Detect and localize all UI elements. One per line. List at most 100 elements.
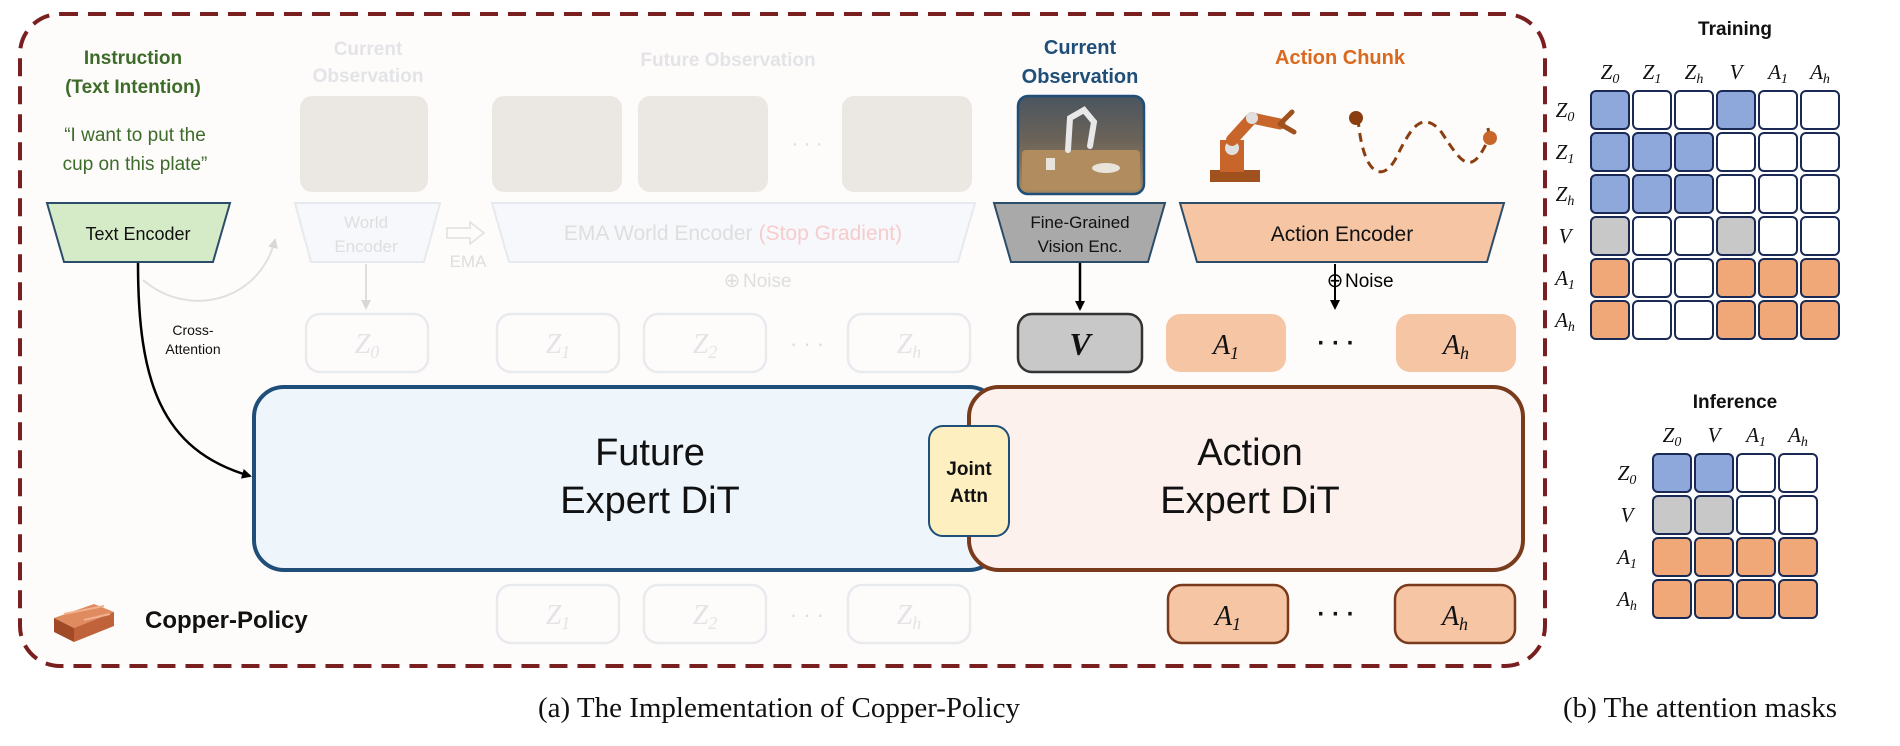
trajectory-icon [1349, 111, 1497, 174]
joint-attn-line1: Joint [946, 459, 992, 480]
robot-arm-icon [1210, 109, 1297, 182]
inference-mask-cell [1778, 495, 1818, 535]
faded-future-obs-ellipsis: · · · [791, 133, 822, 155]
training-mask-cell [1800, 90, 1840, 130]
svg-text:Z0: Z0 [355, 329, 380, 362]
faded-ema-world-encoder-label: EMA World Encoder(Stop Gradient) [564, 222, 902, 245]
faded-token-z1-bottom: Z1 [495, 583, 621, 645]
text-encoder-block [45, 202, 232, 263]
training-mask-cell [1716, 300, 1756, 340]
svg-text:A1: A1 [1211, 330, 1239, 363]
inference-mask-cell [1736, 537, 1776, 577]
training-mask-row-label-1: Z1 [1556, 140, 1575, 167]
training-mask-row-label-2: Zh [1556, 182, 1575, 209]
inference-mask-cell [1736, 495, 1776, 535]
token-ellipsis-a-bottom: · · · [1317, 601, 1354, 628]
svg-text:Ah: Ah [1441, 330, 1469, 363]
svg-text:Z1: Z1 [546, 600, 571, 633]
faded-ema-world-encoder-block [490, 202, 977, 263]
current-obs-line2: Observation [1022, 66, 1139, 88]
inference-mask-col-label-1: V [1708, 423, 1723, 447]
token-a1-bottom: A1 [1166, 583, 1290, 645]
faded-future-obs-image-2 [638, 96, 768, 192]
action-chunk-title: Action Chunk [1275, 47, 1406, 69]
cross-attention-arrow [136, 262, 252, 479]
action-expert-dit-line1: Action [1197, 432, 1303, 474]
faded-noise-label: Noise [743, 271, 792, 292]
training-mask-cell [1800, 132, 1840, 172]
faded-future-obs-title: Future Observation [640, 50, 815, 71]
faded-world-encoder-block [293, 202, 442, 263]
training-mask-cell [1590, 300, 1630, 340]
faded-token-z1-top: Z1 [495, 312, 621, 374]
training-mask-cell [1758, 300, 1798, 340]
vision-encoder-line2: Vision Enc. [1038, 237, 1123, 256]
faded-noise-oplus-icon: ⊕ [724, 270, 741, 292]
training-mask-col-label-2: Zh [1685, 60, 1704, 87]
cross-attention-label-line1: Cross- [172, 322, 214, 338]
faded-ema-label: EMA [450, 252, 488, 271]
token-ah-bottom: Ah [1393, 583, 1517, 645]
training-mask-row-label-4: A1 [1553, 266, 1575, 293]
text-encoder-label: Text Encoder [85, 224, 190, 244]
training-mask-col-label-0: Z0 [1601, 60, 1620, 87]
training-mask-col-label-3: V [1730, 60, 1745, 84]
training-mask-col-label-5: Ah [1808, 60, 1830, 87]
training-mask-cell [1716, 90, 1756, 130]
training-mask-cell [1716, 216, 1756, 256]
faded-current-obs-line2: Observation [313, 66, 424, 87]
inference-mask-cell [1652, 495, 1692, 535]
training-mask-cell [1800, 174, 1840, 214]
inference-mask-cell [1694, 495, 1734, 535]
action-expert-dit-block [967, 385, 1525, 572]
instruction-quote-line1: “I want to put the [64, 125, 206, 146]
faded-ema-arrow-icon [446, 220, 486, 246]
inference-mask-cell [1652, 537, 1692, 577]
inference-mask-cell [1652, 453, 1692, 493]
training-mask-col-label-1: Z1 [1643, 60, 1662, 87]
training-mask-cell [1632, 300, 1672, 340]
inference-mask-cell [1736, 453, 1776, 493]
training-mask-cell [1758, 258, 1798, 298]
faded-token-zh-bottom: Zh [846, 583, 972, 645]
training-mask-cell [1800, 300, 1840, 340]
caption-a: (a) The Implementation of Copper-Policy [538, 692, 1021, 724]
inference-mask-cell [1778, 537, 1818, 577]
inference-mask-row-label-0: Z0 [1618, 461, 1637, 488]
inference-mask-cell [1652, 579, 1692, 619]
training-mask-cell [1758, 90, 1798, 130]
svg-text:Z1: Z1 [546, 329, 571, 362]
training-mask-cell [1674, 216, 1714, 256]
svg-text:A1: A1 [1213, 601, 1241, 634]
training-mask-cell [1674, 258, 1714, 298]
vision-encoder-block [992, 202, 1167, 263]
token-ellipsis-a-top: · · · [1317, 330, 1354, 357]
faded-curve-arrow [142, 238, 278, 302]
future-expert-dit-line2: Expert DiT [560, 480, 739, 522]
training-mask-cell [1632, 132, 1672, 172]
svg-text:Z2: Z2 [693, 329, 718, 362]
inference-mask-cell [1694, 453, 1734, 493]
faded-token-zh-top: Zh [846, 312, 972, 374]
svg-text:V: V [1069, 326, 1093, 362]
svg-text:Ah: Ah [1440, 601, 1468, 634]
inference-mask-row-label-3: Ah [1615, 587, 1637, 614]
inference-mask-row-label-1: V [1621, 503, 1636, 527]
faded-world-encoder-line1: World [344, 213, 388, 232]
vision-encoder-line1: Fine-Grained [1030, 213, 1129, 232]
svg-text:Zh: Zh [897, 600, 922, 633]
instruction-quote-line2: cup on this plate” [63, 154, 208, 175]
inference-title: Inference [1693, 392, 1777, 413]
training-mask-cell [1632, 90, 1672, 130]
training-mask-cell [1716, 258, 1756, 298]
training-mask-cell [1800, 216, 1840, 256]
training-mask-cell [1758, 132, 1798, 172]
faded-token-z2-bottom: Z2 [642, 583, 768, 645]
training-mask-cell [1590, 132, 1630, 172]
faded-token-ellipsis-bottom: · · · [790, 602, 824, 627]
current-obs-image [1016, 94, 1146, 196]
future-expert-dit-line1: Future [595, 432, 705, 474]
training-mask-cell [1758, 174, 1798, 214]
